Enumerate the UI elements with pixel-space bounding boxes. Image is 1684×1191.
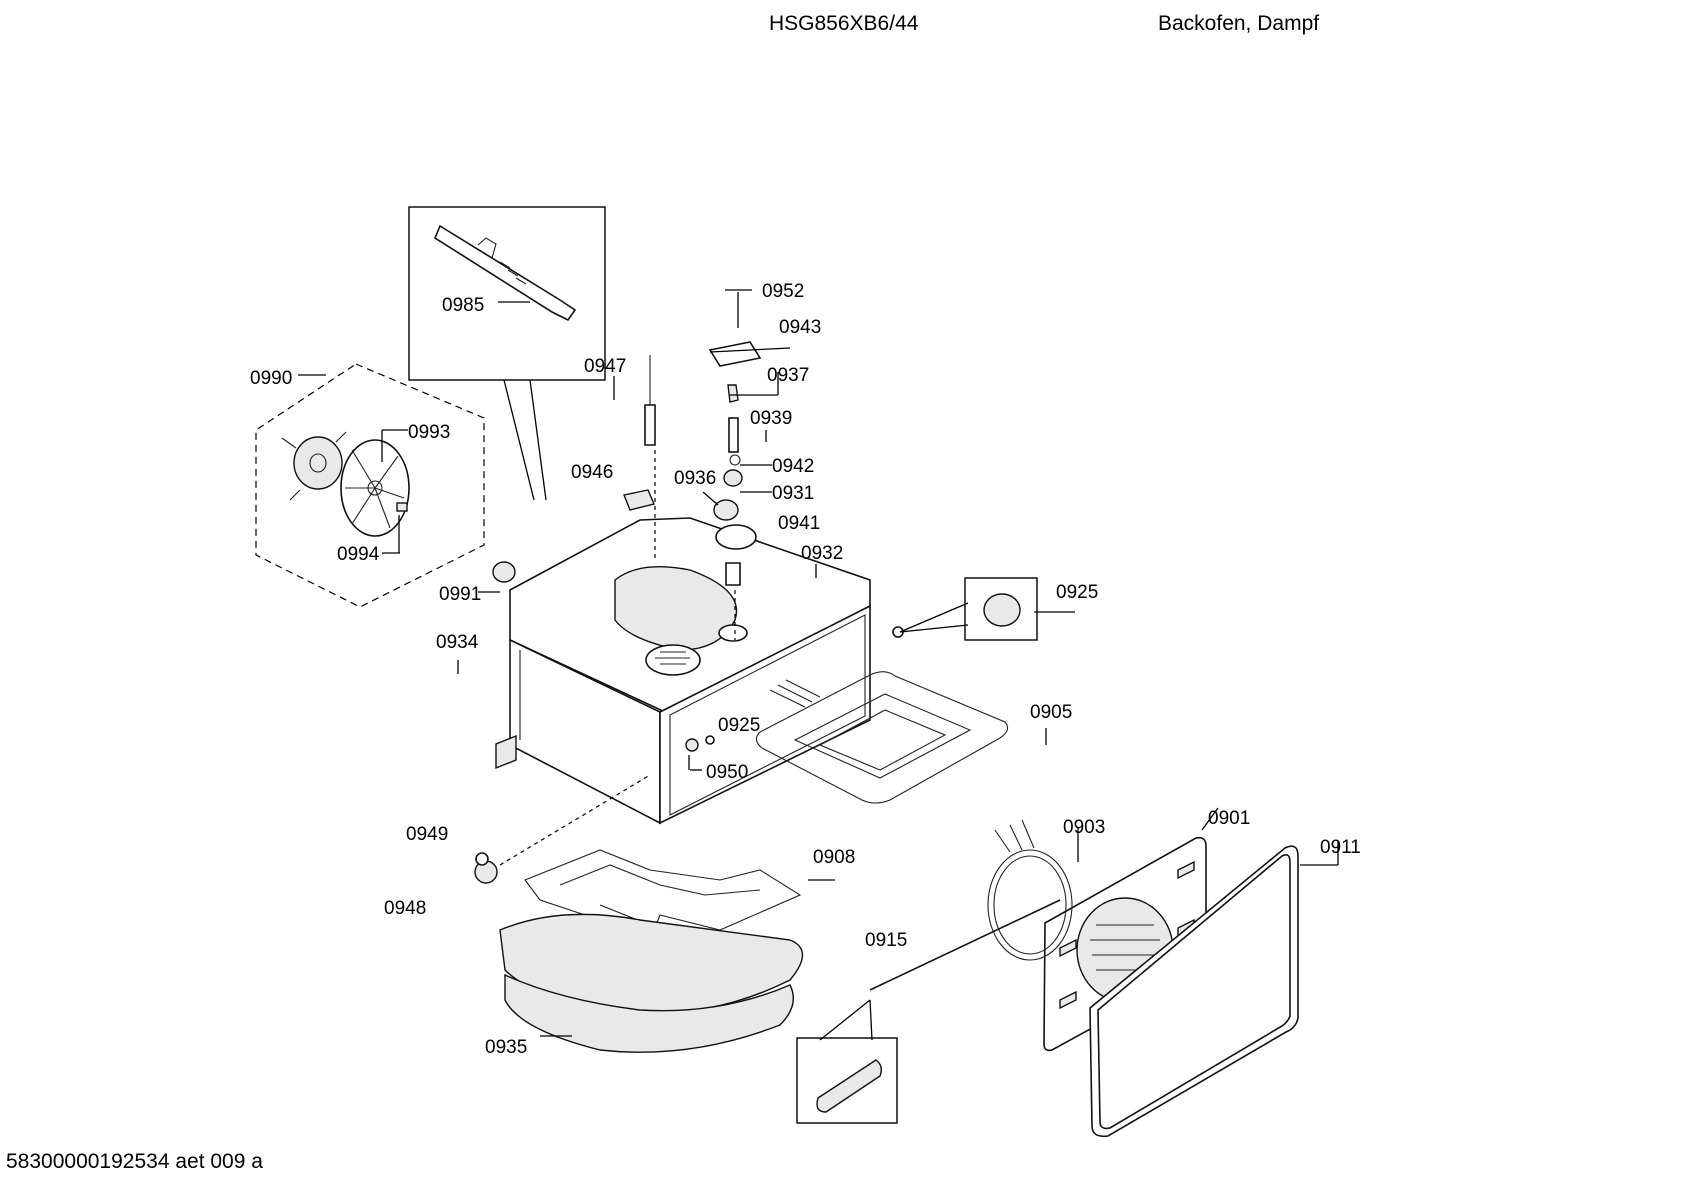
label-0941: 0941 xyxy=(778,513,820,534)
detail-box-0985 xyxy=(408,206,606,501)
label-0952: 0952 xyxy=(762,281,804,302)
label-0937: 0937 xyxy=(767,365,809,386)
label-0936: 0936 xyxy=(674,468,716,489)
model-number: HSG856XB6/44 xyxy=(769,12,919,35)
label-0925-cavity: 0925 xyxy=(718,715,760,736)
label-0950: 0950 xyxy=(706,762,748,783)
label-0948: 0948 xyxy=(384,898,426,919)
fan-assembly-0990 xyxy=(255,363,485,608)
label-0903: 0903 xyxy=(1063,817,1105,838)
label-0991: 0991 xyxy=(439,584,481,605)
misc-small-parts xyxy=(474,561,904,884)
label-0946: 0946 xyxy=(571,462,613,483)
part-labels: 0952 0943 0937 0939 0942 0931 0936 0941 … xyxy=(250,281,1361,1058)
grill-element-0905 xyxy=(755,671,1009,804)
label-0943: 0943 xyxy=(779,317,821,338)
label-0985: 0985 xyxy=(442,295,484,316)
label-0911: 0911 xyxy=(1320,837,1361,858)
label-0934: 0934 xyxy=(436,632,479,653)
label-0994: 0994 xyxy=(337,544,380,565)
label-0905: 0905 xyxy=(1030,702,1072,723)
label-0908: 0908 xyxy=(813,847,855,868)
label-0990: 0990 xyxy=(250,368,292,389)
label-0949: 0949 xyxy=(406,824,448,845)
label-0993: 0993 xyxy=(408,422,450,443)
label-0925-lamp: 0925 xyxy=(1056,582,1098,603)
label-0931: 0931 xyxy=(772,483,814,504)
oven-cavity xyxy=(495,517,871,825)
label-0947: 0947 xyxy=(584,356,626,377)
ring-heater-0903 xyxy=(987,819,1073,961)
document-id: 58300000192534 aet 009 a xyxy=(6,1150,263,1173)
label-0942: 0942 xyxy=(772,456,814,477)
label-0939: 0939 xyxy=(750,408,792,429)
label-0901: 0901 xyxy=(1208,808,1250,829)
leader-lines xyxy=(298,289,1339,1037)
rod-0915 xyxy=(796,899,1061,1124)
label-0935: 0935 xyxy=(485,1037,527,1058)
top-components xyxy=(623,341,762,640)
door-gasket-0911 xyxy=(1089,845,1299,1138)
insulation-mat-0935 xyxy=(499,913,804,1053)
label-0932: 0932 xyxy=(801,543,843,564)
label-0915: 0915 xyxy=(865,930,907,951)
lamp-detail-0925 xyxy=(899,577,1038,641)
product-description: Backofen, Dampf xyxy=(1158,12,1320,35)
